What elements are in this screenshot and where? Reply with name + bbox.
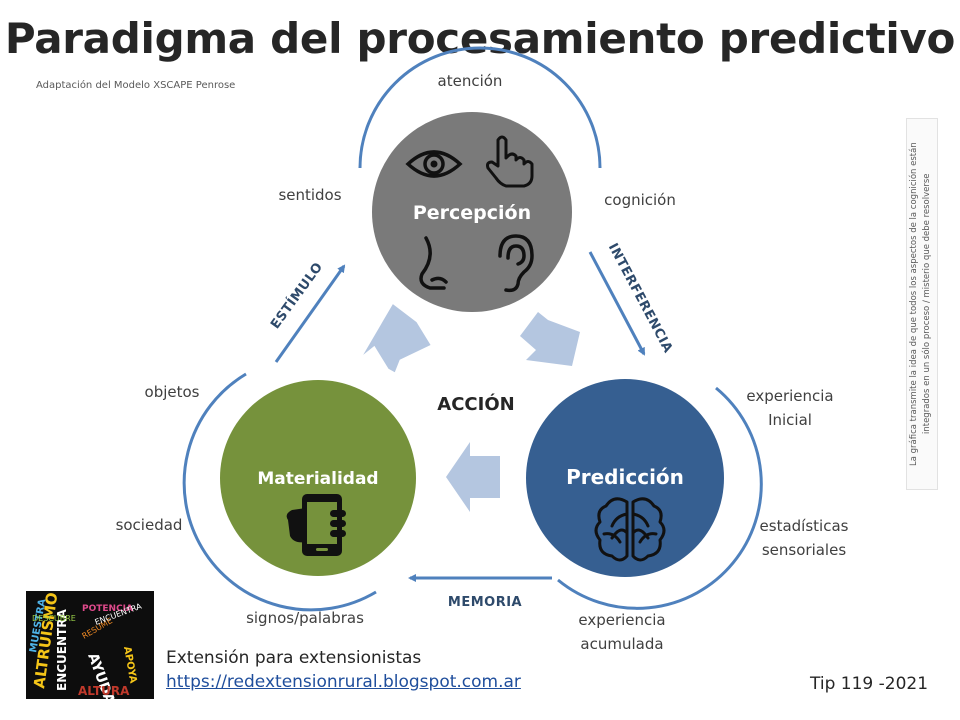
memoria-label: MEMORIA — [448, 595, 522, 610]
svg-text:ENCUENTRA: ENCUENTRA — [55, 609, 69, 691]
cognicion-label: cognición — [604, 191, 676, 209]
prediccion-node — [526, 379, 724, 577]
sentidos-label: sentidos — [278, 186, 342, 204]
subtitle: Adaptación del Modelo XSCAPE Penrose — [36, 80, 236, 91]
experiencia-acumulada-label: experiencia acumulada — [578, 611, 666, 653]
prediccion-label: Predicción — [566, 465, 684, 489]
arc-percepcion — [358, 46, 602, 169]
block-arrow-left — [446, 442, 500, 512]
page-title: Paradigma del procesamiento predictivo — [4, 14, 956, 63]
footer-title: Extensión para extensionistas — [166, 648, 422, 668]
logo-word-cloud: ALTRUISMO ENCUENTRA POTENCIA AYUDA MUEST… — [26, 591, 154, 699]
pointing-hand-icon — [486, 135, 534, 188]
arc-prediccion — [557, 386, 763, 610]
side-note: La gráfica transmite la idea de que todo… — [906, 118, 938, 490]
signos-label: signos/palabras — [246, 609, 364, 627]
eye-icon — [405, 150, 463, 178]
svg-text:ALTURA: ALTURA — [78, 684, 130, 698]
interferencia-arrow — [588, 251, 646, 356]
smartphone-icon — [286, 494, 346, 556]
materialidad-label: Materialidad — [257, 469, 378, 489]
objetos-label: objetos — [144, 383, 200, 401]
svg-text:APOYA: APOYA — [121, 646, 138, 685]
svg-text:DESCUBRE: DESCUBRE — [32, 614, 76, 623]
brain-icon — [594, 497, 666, 562]
svg-text:POTENCIA: POTENCIA — [82, 604, 133, 614]
atencion-label: atención — [437, 72, 503, 90]
ear-icon — [498, 234, 534, 293]
nose-icon — [419, 236, 448, 290]
percepcion-label: Percepción — [413, 202, 531, 224]
estadisticas-label: estadísticas sensoriales — [759, 517, 849, 559]
logo-graphic: ALTRUISMO ENCUENTRA POTENCIA AYUDA MUEST… — [28, 591, 143, 699]
tip-label: Tip 119 -2021 — [810, 674, 929, 694]
arc-materialidad — [182, 372, 377, 612]
block-arrow-up — [363, 304, 431, 373]
sociedad-label: sociedad — [115, 516, 183, 534]
materialidad-node — [220, 380, 416, 576]
estimulo-arrow — [274, 264, 346, 363]
block-arrow-down — [520, 312, 580, 366]
estimulo-label: ESTÍMULO — [267, 259, 326, 332]
experiencia-inicial-label: experiencia Inicial — [746, 387, 834, 429]
blog-link[interactable]: https://redextensionrural.blogspot.com.a… — [166, 672, 521, 692]
accion-label: ACCIÓN — [437, 393, 514, 415]
